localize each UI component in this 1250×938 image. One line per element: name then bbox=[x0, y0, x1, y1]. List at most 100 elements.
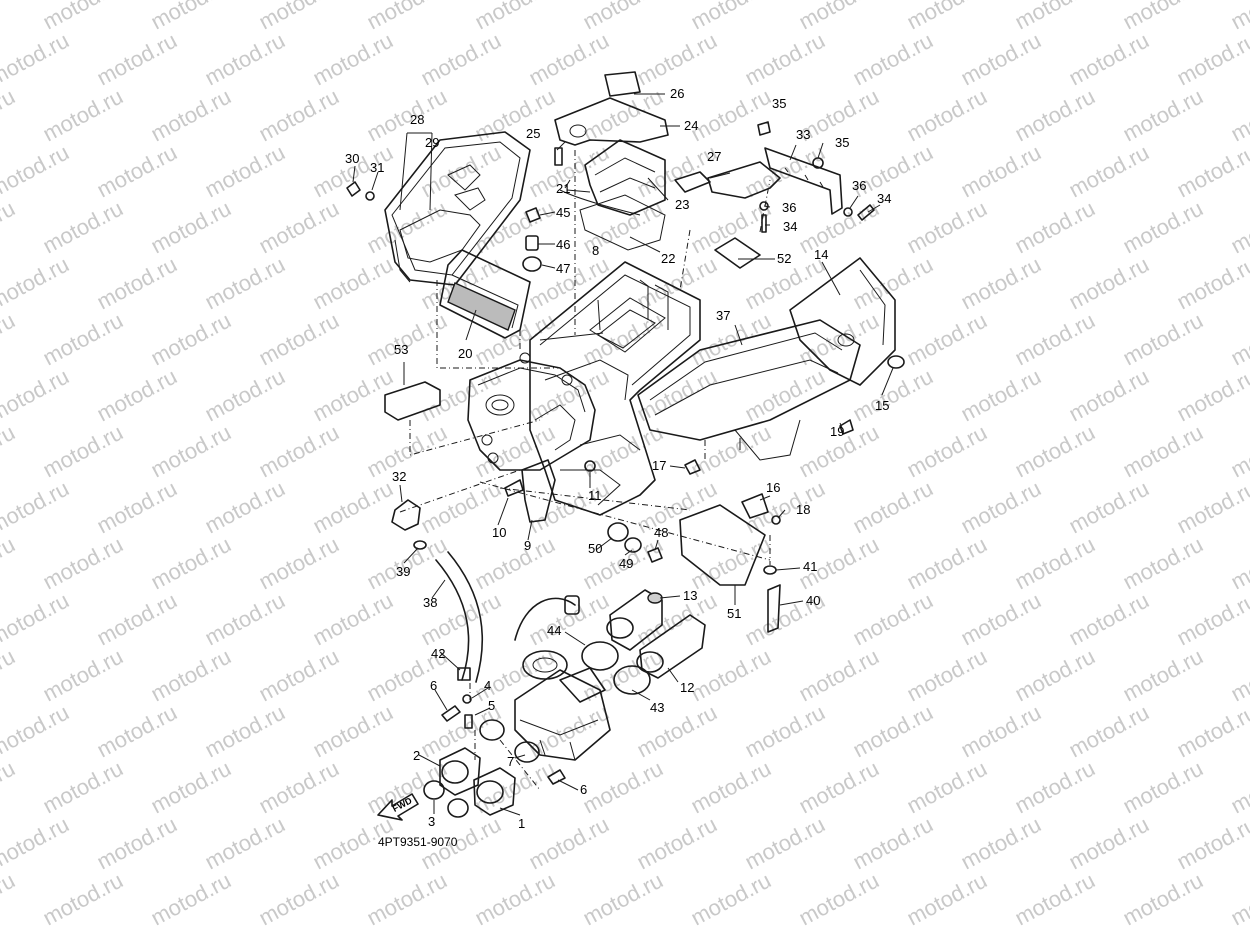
watermark-text: motod.ru bbox=[525, 588, 613, 651]
watermark-text: motod.ru bbox=[39, 868, 127, 931]
callout-13: 13 bbox=[683, 588, 697, 603]
watermark-text: motod.ru bbox=[39, 756, 127, 819]
watermark-text: motod.ru bbox=[147, 84, 235, 147]
watermark-text: motod.ru bbox=[363, 0, 451, 34]
watermark-text: motod.ru bbox=[1065, 252, 1153, 315]
callout-4: 4 bbox=[484, 678, 491, 693]
watermark-text: motod.ru bbox=[39, 0, 127, 34]
callout-1: 1 bbox=[518, 816, 525, 831]
watermark-text: motod.ru bbox=[903, 84, 991, 147]
callout-32: 32 bbox=[392, 469, 406, 484]
watermark-text: motod.ru bbox=[201, 364, 289, 427]
callout-26: 26 bbox=[670, 86, 684, 101]
part-screw-30 bbox=[346, 181, 361, 197]
callout-49: 49 bbox=[619, 556, 633, 571]
watermark-text: motod.ru bbox=[849, 28, 937, 91]
watermark-text: motod.ru bbox=[0, 588, 73, 651]
callout-15: 15 bbox=[875, 398, 889, 413]
callout-6b: 6 bbox=[580, 782, 587, 797]
watermark-text: motod.ru bbox=[1011, 868, 1099, 931]
callout-42: 42 bbox=[431, 646, 445, 661]
part-washer-31 bbox=[365, 191, 375, 201]
watermark-text: motod.ru bbox=[1119, 756, 1207, 819]
watermark-text: motod.ru bbox=[1119, 420, 1207, 483]
callout-3: 3 bbox=[428, 814, 435, 829]
watermark-text: motod.ru bbox=[147, 420, 235, 483]
watermark-text: motod.ru bbox=[795, 0, 883, 34]
watermark-text: motod.ru bbox=[1173, 476, 1250, 539]
watermark-text: motod.ru bbox=[903, 644, 991, 707]
watermark-text: motod.ru bbox=[0, 420, 19, 483]
callout-23: 23 bbox=[675, 197, 689, 212]
watermark-text: motod.ru bbox=[0, 532, 19, 595]
watermark-text: motod.ru bbox=[0, 868, 19, 931]
callout-36b: 36 bbox=[782, 200, 796, 215]
watermark-text: motod.ru bbox=[0, 476, 73, 539]
watermark-text: motod.ru bbox=[1173, 812, 1250, 875]
watermark-text: motod.ru bbox=[1011, 756, 1099, 819]
fwd-arrow-icon bbox=[377, 793, 419, 821]
watermark-text: motod.ru bbox=[93, 140, 181, 203]
watermark-text: motod.ru bbox=[1119, 196, 1207, 259]
watermark-text: motod.ru bbox=[1119, 532, 1207, 595]
watermark-text: motod.ru bbox=[0, 756, 19, 819]
watermark-text: motod.ru bbox=[309, 28, 397, 91]
watermark-text: motod.ru bbox=[633, 28, 721, 91]
part-air-box-case-left bbox=[467, 352, 596, 471]
watermark-text: motod.ru bbox=[903, 868, 991, 931]
callout-17: 17 bbox=[652, 458, 666, 473]
watermark-text: motod.ru bbox=[93, 588, 181, 651]
watermark-text: motod.ru bbox=[363, 420, 451, 483]
callout-27: 27 bbox=[707, 149, 721, 164]
callout-35a: 35 bbox=[772, 96, 786, 111]
watermark-text: motod.ru bbox=[687, 84, 775, 147]
watermark-text: motod.ru bbox=[525, 28, 613, 91]
part-grommets-48-50 bbox=[607, 522, 663, 563]
watermark-text: motod.ru bbox=[957, 28, 1045, 91]
watermark-text: motod.ru bbox=[93, 364, 181, 427]
watermark-text: motod.ru bbox=[1227, 868, 1250, 931]
watermark-text: motod.ru bbox=[0, 140, 73, 203]
watermark-text: motod.ru bbox=[849, 700, 937, 763]
watermark-text: motod.ru bbox=[471, 868, 559, 931]
watermark-text: motod.ru bbox=[1011, 0, 1099, 34]
watermark-text: motod.ru bbox=[0, 252, 73, 315]
watermark-text: motod.ru bbox=[93, 812, 181, 875]
part-fasteners-16-19 bbox=[684, 419, 854, 525]
part-air-cleaner-cover bbox=[384, 131, 531, 286]
watermark-text: motod.ru bbox=[1011, 84, 1099, 147]
callout-22: 22 bbox=[661, 251, 675, 266]
watermark-text: motod.ru bbox=[255, 84, 343, 147]
part-air-filter-element bbox=[439, 249, 531, 339]
watermark-text: motod.ru bbox=[741, 812, 829, 875]
watermark-text: motod.ru bbox=[957, 588, 1045, 651]
callout-36a: 36 bbox=[852, 178, 866, 193]
assembly-lines bbox=[399, 150, 771, 791]
watermark-text: motod.ru bbox=[957, 812, 1045, 875]
callout-5: 5 bbox=[488, 698, 495, 713]
watermark-text: motod.ru bbox=[417, 364, 505, 427]
watermark-text: motod.ru bbox=[0, 28, 73, 91]
watermark-text: motod.ru bbox=[795, 868, 883, 931]
part-lower-joints bbox=[423, 694, 566, 818]
callout-19: 19 bbox=[830, 424, 844, 439]
watermark-text: motod.ru bbox=[849, 476, 937, 539]
callout-38: 38 bbox=[423, 595, 437, 610]
watermark-text: motod.ru bbox=[201, 28, 289, 91]
callout-18: 18 bbox=[796, 502, 810, 517]
watermark-text: motod.ru bbox=[579, 0, 667, 34]
watermark-text: motod.ru bbox=[471, 532, 559, 595]
callout-28: 28 bbox=[410, 112, 424, 127]
watermark-text: motod.ru bbox=[1119, 84, 1207, 147]
watermark-text: motod.ru bbox=[201, 140, 289, 203]
part-cover-51 bbox=[679, 504, 766, 586]
callout-8: 8 bbox=[592, 243, 599, 258]
watermark-text: motod.ru bbox=[525, 476, 613, 539]
part-clamp-43 bbox=[613, 665, 651, 695]
callout-34b: 34 bbox=[783, 219, 797, 234]
watermark-text: motod.ru bbox=[39, 420, 127, 483]
watermark-text: motod.ru bbox=[93, 28, 181, 91]
watermark-text: motod.ru bbox=[1227, 196, 1250, 259]
watermark-text: motod.ru bbox=[1173, 28, 1250, 91]
